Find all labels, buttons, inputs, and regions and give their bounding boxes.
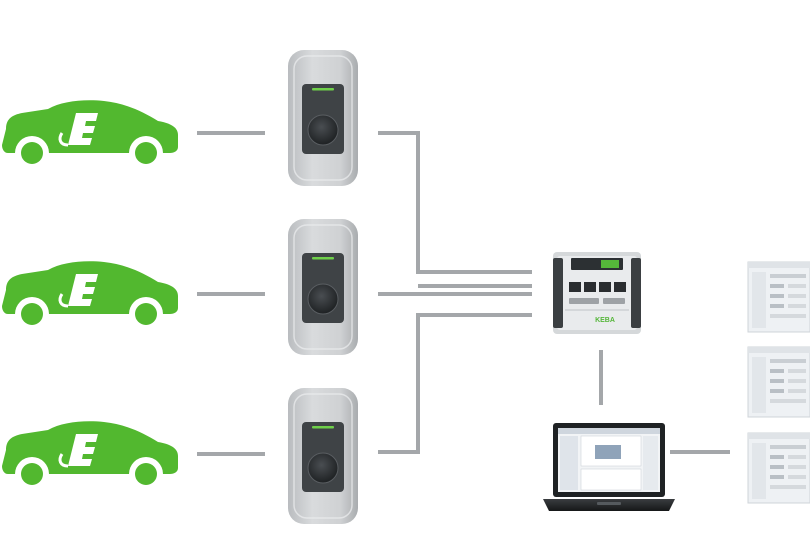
software-screen-icon (747, 432, 810, 504)
wallbox-charger-icon (288, 219, 358, 355)
wallbox-charger-icon (288, 388, 358, 524)
charger-1 (288, 50, 358, 186)
car-1 (2, 100, 178, 170)
controller-brand-label: KEBA (595, 317, 615, 324)
charger-controller-link-1 (378, 131, 532, 274)
electric-car-icon (2, 100, 178, 170)
software-screen-icon (747, 261, 810, 333)
electric-car-icon (2, 261, 178, 331)
charging-controller: KEBA (553, 252, 641, 334)
laptop-icon (543, 423, 675, 511)
wallbox-charger-icon (288, 50, 358, 186)
car-3 (2, 421, 178, 491)
car-2 (2, 261, 178, 331)
laptop (543, 423, 675, 511)
electric-car-icon (2, 421, 178, 491)
charger-2 (288, 219, 358, 355)
software-screen-icon (747, 346, 810, 418)
charger-controller-link-3 (378, 313, 532, 454)
charging-controller-icon (553, 252, 641, 334)
software-screen-2 (747, 346, 810, 418)
charger-3 (288, 388, 358, 524)
software-screen-1 (747, 261, 810, 333)
software-screen-3 (747, 432, 810, 504)
connector-lines (197, 131, 730, 456)
